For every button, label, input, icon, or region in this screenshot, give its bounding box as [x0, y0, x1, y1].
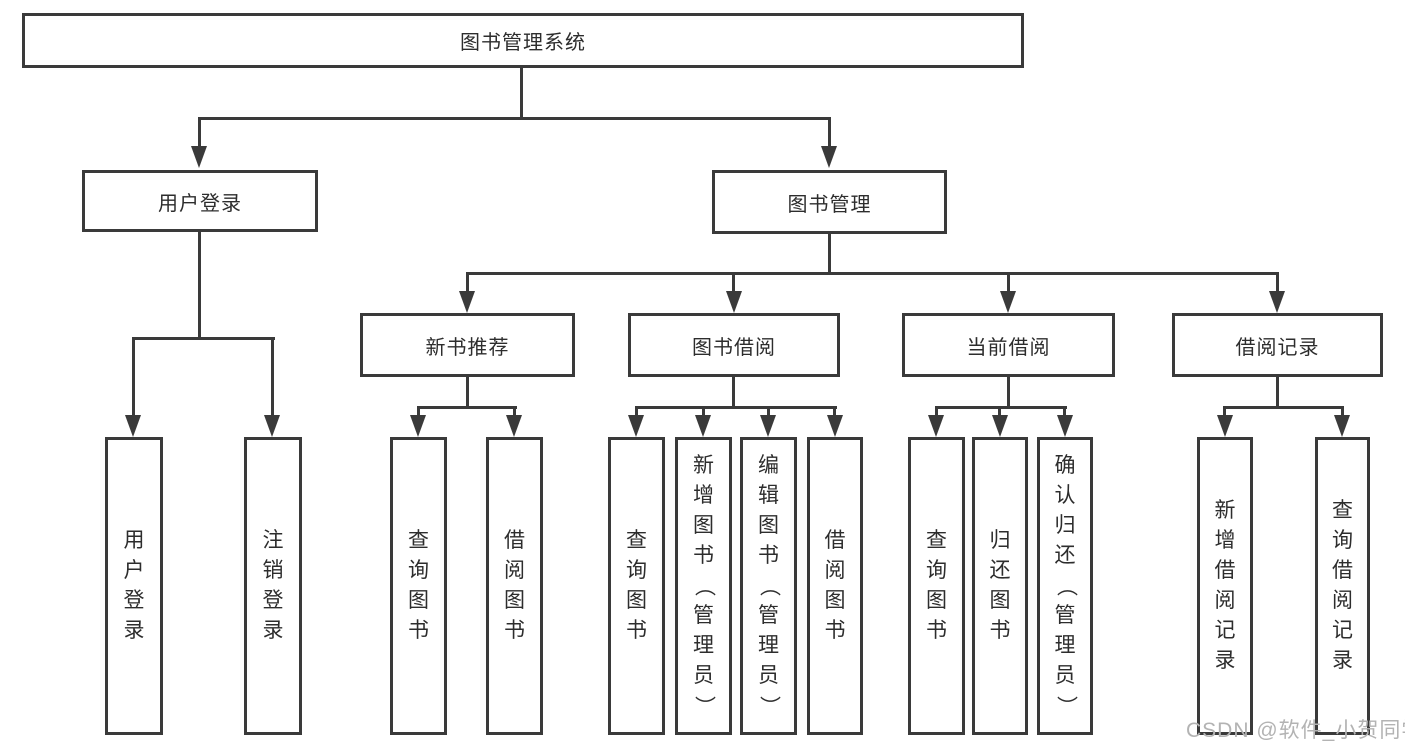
- arrowhead-down: [264, 415, 280, 437]
- node-label: 借阅图书: [824, 529, 846, 642]
- node-label: 新增图书（管理员）: [692, 454, 716, 717]
- arrowhead-down: [827, 415, 843, 437]
- node-label: 新增借阅记录: [1214, 499, 1236, 672]
- connector-line: [1007, 272, 1010, 293]
- connector-line: [1007, 377, 1010, 408]
- connector-line: [635, 406, 638, 418]
- arrowhead-down: [1057, 415, 1073, 437]
- node-label: 编辑图书（管理员）: [757, 454, 781, 717]
- node-label: 用户登录: [123, 529, 145, 642]
- node-query-borrow-record: 查询借阅记录: [1315, 437, 1370, 735]
- node-label: 查询图书: [408, 529, 429, 642]
- node-current-borrowing: 当前借阅: [902, 313, 1115, 377]
- node-user-login-leaf: 用户登录: [105, 437, 163, 735]
- arrowhead-down: [1000, 291, 1016, 313]
- node-label: 注销登录: [262, 529, 284, 642]
- connector-line: [132, 337, 135, 417]
- node-label: 查询借阅记录: [1332, 499, 1353, 672]
- connector-line: [198, 232, 201, 340]
- connector-line: [417, 406, 420, 418]
- connector-line: [1223, 406, 1226, 418]
- connector-line: [998, 406, 1001, 418]
- connector-line: [1341, 406, 1344, 418]
- node-label: 归还图书: [989, 529, 1011, 642]
- connector-line: [417, 406, 517, 409]
- node-logout: 注销登录: [244, 437, 302, 735]
- node-add-borrow-record: 新增借阅记录: [1197, 437, 1253, 735]
- csdn-watermark: CSDN @软件_小贺同学: [1186, 719, 1405, 742]
- connector-line: [635, 406, 837, 409]
- node-label: 确认归还（管理员）: [1054, 454, 1077, 717]
- connector-line: [271, 337, 274, 417]
- arrowhead-down: [506, 415, 522, 437]
- connector-line: [198, 117, 201, 148]
- node-query-books-borrow: 查询图书: [608, 437, 665, 735]
- connector-line: [466, 377, 469, 408]
- arrowhead-down: [191, 146, 207, 168]
- node-borrow-books: 借阅图书: [807, 437, 863, 735]
- connector-line: [466, 272, 1279, 275]
- arrowhead-down: [1334, 415, 1350, 437]
- node-label: 图书借阅: [692, 336, 776, 359]
- connector-line: [732, 377, 735, 408]
- connector-line: [132, 337, 275, 340]
- node-label: 借阅记录: [1235, 336, 1320, 359]
- connector-line: [732, 272, 735, 293]
- node-label: 新书推荐: [425, 336, 510, 359]
- arrowhead-down: [410, 415, 426, 437]
- node-label: 借阅图书: [504, 529, 525, 642]
- arrowhead-down: [1269, 291, 1285, 313]
- connector-line: [1223, 406, 1344, 409]
- node-label: 查询图书: [926, 529, 947, 642]
- connector-line: [466, 272, 469, 293]
- arrowhead-down: [726, 291, 742, 313]
- node-borrowing-records: 借阅记录: [1172, 313, 1383, 377]
- node-book-management: 图书管理: [712, 170, 947, 234]
- node-query-books-newrec: 查询图书: [390, 437, 447, 735]
- node-label: 图书管理系统: [460, 32, 586, 54]
- node-new-book-recommendation: 新书推荐: [360, 313, 575, 377]
- node-borrow-books-newrec: 借阅图书: [486, 437, 543, 735]
- arrowhead-down: [760, 415, 776, 437]
- connector-line: [833, 406, 836, 418]
- node-add-books-admin: 新增图书（管理员）: [675, 437, 732, 735]
- arrowhead-down: [628, 415, 644, 437]
- connector-line: [828, 117, 831, 148]
- arrowhead-down: [928, 415, 944, 437]
- node-edit-books-admin: 编辑图书（管理员）: [740, 437, 797, 735]
- node-label: 查询图书: [626, 529, 647, 642]
- connector-line: [828, 234, 831, 275]
- node-label: 用户登录: [158, 192, 242, 215]
- connector-line: [198, 117, 831, 120]
- node-user-login: 用户登录: [82, 170, 318, 232]
- arrowhead-down: [821, 146, 837, 168]
- arrowhead-down: [125, 415, 141, 437]
- connector-line: [702, 406, 705, 418]
- node-query-books-current: 查询图书: [908, 437, 965, 735]
- arrowhead-down: [459, 291, 475, 313]
- node-label: 当前借阅: [966, 336, 1051, 359]
- connector-line: [1276, 272, 1279, 293]
- arrowhead-down: [695, 415, 711, 437]
- connector-line: [935, 406, 1067, 409]
- node-book-borrowing: 图书借阅: [628, 313, 840, 377]
- connector-line: [513, 406, 516, 418]
- connector-line: [935, 406, 938, 418]
- connector-line: [767, 406, 770, 418]
- arrowhead-down: [1217, 415, 1233, 437]
- node-library-management-system: 图书管理系统: [22, 13, 1024, 68]
- node-confirm-return-admin: 确认归还（管理员）: [1037, 437, 1093, 735]
- connector-line: [1063, 406, 1066, 418]
- connector-line: [520, 68, 523, 120]
- connector-line: [1276, 377, 1279, 408]
- arrowhead-down: [992, 415, 1008, 437]
- node-return-books: 归还图书: [972, 437, 1028, 735]
- node-label: 图书管理: [787, 193, 872, 216]
